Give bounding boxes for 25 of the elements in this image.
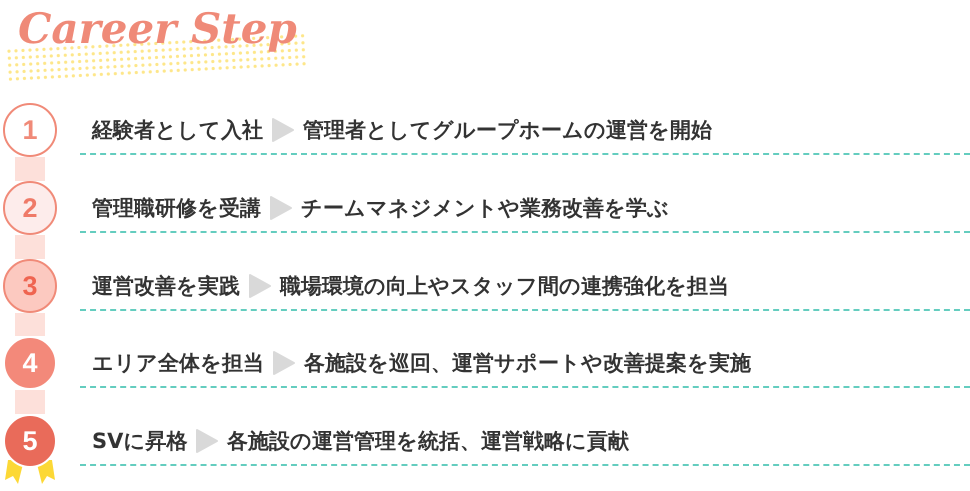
step-title: SVに昇格 xyxy=(92,427,188,455)
step-title: 経験者として入社 xyxy=(92,116,263,144)
progress-track xyxy=(15,235,45,259)
arrow-triangle xyxy=(270,196,292,220)
step-description: 管理者としてグループホームの運営を開始 xyxy=(303,116,712,144)
step-description: 各施設の運営管理を統括、運営戦略に貢献 xyxy=(227,427,629,455)
arrow-triangle xyxy=(272,118,294,142)
title-heading: Career Step xyxy=(18,4,297,53)
step-number-badge: 4 xyxy=(3,336,57,390)
arrow-triangle xyxy=(273,351,295,375)
step-title: エリア全体を担当 xyxy=(92,349,264,377)
step-title: 管理職研修を受講 xyxy=(92,194,261,222)
progress-track xyxy=(15,157,45,181)
progress-track xyxy=(15,313,45,336)
step-description: 職場環境の向上やスタッフ間の連携強化を担当 xyxy=(280,272,729,300)
step-number-badge: 2 xyxy=(3,181,57,235)
progress-track xyxy=(15,390,45,414)
step-description: チームマネジメントや業務改善を学ぶ xyxy=(301,194,669,222)
step-number-badge: 3 xyxy=(3,259,57,313)
step-number-badge: 5 xyxy=(3,414,57,468)
arrow-triangle xyxy=(249,274,271,298)
arrow-triangle xyxy=(196,429,218,453)
step-description: 各施設を巡回、運営サポートや改善提案を実施 xyxy=(304,349,751,377)
step-number-badge: 1 xyxy=(3,103,57,157)
step-title: 運営改善を実践 xyxy=(92,272,240,300)
